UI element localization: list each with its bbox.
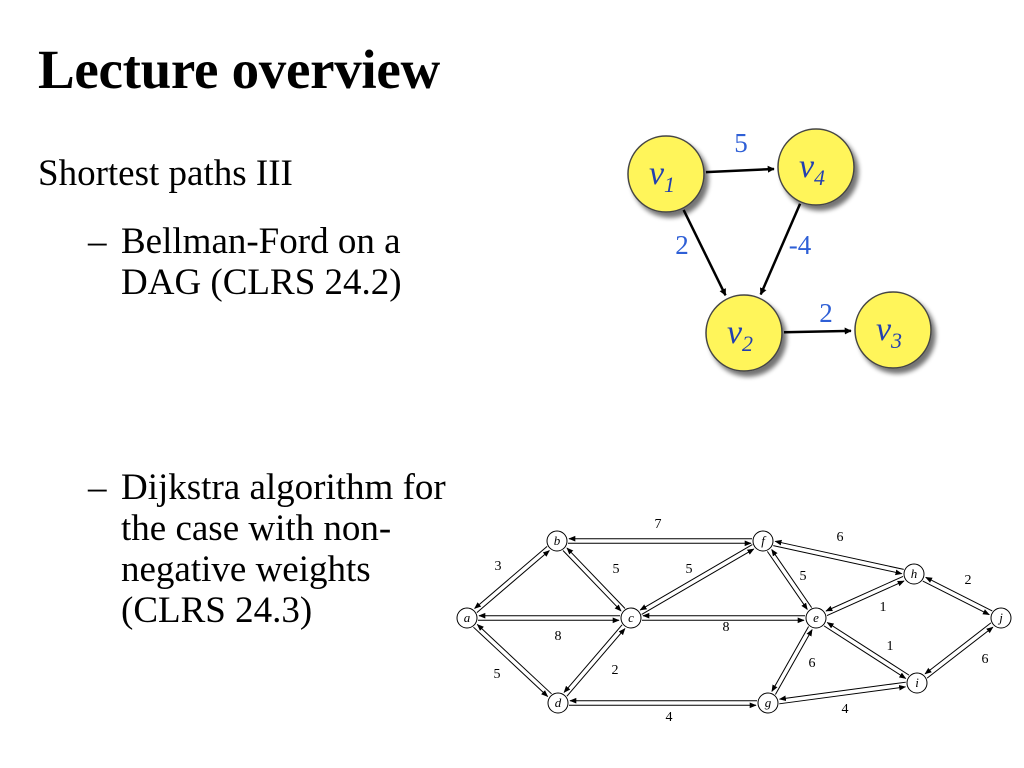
edge-weight-v2-v3: 2 [819,298,833,328]
node-j: j [990,607,1012,629]
edge-v1-v2 [682,209,727,296]
edge-g-i [778,681,907,705]
edge-weight-a-d: 5 [494,667,501,682]
node-e: e [805,607,827,629]
edge-b-c [562,547,626,612]
edge-g-e [771,626,813,695]
edge-weight-d-g: 4 [666,710,673,725]
node-label-a: a [464,610,471,625]
edge-c-f [639,544,755,615]
edge-a-b [474,546,550,613]
bottom-graph: 3 8 5 7 5 5 8 2 4 6 5 1 2 1 6 6 4 a b c d f e g h i j [456,517,1012,725]
edge-d-g [569,697,757,709]
edge-weight-h-j: 2 [965,573,972,588]
edge-weight-v4-v2: -4 [789,230,812,260]
node-c: c [620,607,642,629]
node-a: a [456,607,478,629]
edge-weight-j-i: 6 [982,652,989,667]
edge-i-e [823,622,910,679]
edge-h-j [922,576,993,616]
edge-weight-c-f: 5 [686,562,693,577]
node-v4: v4 [777,128,855,206]
edge-weight-g-e: 6 [809,656,816,671]
node-d: d [547,692,569,714]
edge-v1-v4 [705,165,775,174]
edge-f-e [766,549,813,610]
node-h: h [903,563,925,585]
edge-j-i [924,622,994,679]
edge-f-h [773,539,904,576]
edge-v4-v2 [759,203,802,296]
node-f: f [752,530,774,552]
edge-a-d [473,624,552,697]
edge-weight-f-h: 6 [837,530,844,545]
node-label-i: i [915,675,919,690]
edge-weight-a-b: 3 [495,559,502,574]
edge-weight-b-f: 7 [655,517,662,532]
edge-weight-i-e: 1 [887,639,894,654]
edge-v2-v3 [783,327,852,335]
bullet-line: Bellman-Ford on a [121,221,401,262]
bullet-dash: – [88,221,107,262]
node-label-b: b [554,533,561,548]
top-graph: 5 2 -4 2 v1 v4 v2 v3 [627,128,932,372]
edge-b-f [568,535,752,547]
node-label-j: j [997,610,1003,625]
bullet-line: negative weights [121,549,371,590]
node-i: i [906,672,928,694]
node-label-c: c [628,610,634,625]
node-label-d: d [555,695,562,710]
node-b: b [546,530,568,552]
slide-heading: Shortest paths III [38,153,293,194]
edge-weight-c-d: 2 [612,663,619,678]
bullet-line: the case with non- [121,508,392,549]
bullet-text: Dijkstra algorithm for the case with non… [121,467,446,631]
slide-title: Lecture overview [38,39,440,100]
bullet-line: DAG (CLRS 24.2) [121,262,402,303]
edge-weight-b-c: 5 [613,562,620,577]
edge-weight-a-c: 8 [555,629,562,644]
edge-weight-v1-v4: 5 [734,128,748,158]
node-label-e: e [813,610,819,625]
node-v3: v3 [854,291,932,369]
node-v2: v2 [705,294,783,372]
edge-a-c [478,612,620,624]
bullet-line: (CLRS 24.3) [121,590,313,631]
bullet-dash: – [88,467,107,508]
edge-c-d [563,624,626,697]
edge-weight-f-e: 5 [800,569,807,584]
bullet-line: Dijkstra algorithm for [121,467,446,508]
edge-weight-g-i: 4 [842,702,849,717]
node-label-f: f [761,533,767,548]
bullet-text: Bellman-Ford on a DAG (CLRS 24.2) [121,221,402,303]
node-v1: v1 [627,135,705,213]
edge-weight-h-e: 1 [880,600,887,615]
node-label-h: h [911,566,918,581]
node-g: g [757,692,779,714]
edge-weight-c-e: 8 [723,620,730,635]
edge-h-e [825,575,905,617]
edge-weight-v1-v2: 2 [675,230,689,260]
node-label-g: g [765,695,772,710]
edge-c-e [642,612,805,624]
